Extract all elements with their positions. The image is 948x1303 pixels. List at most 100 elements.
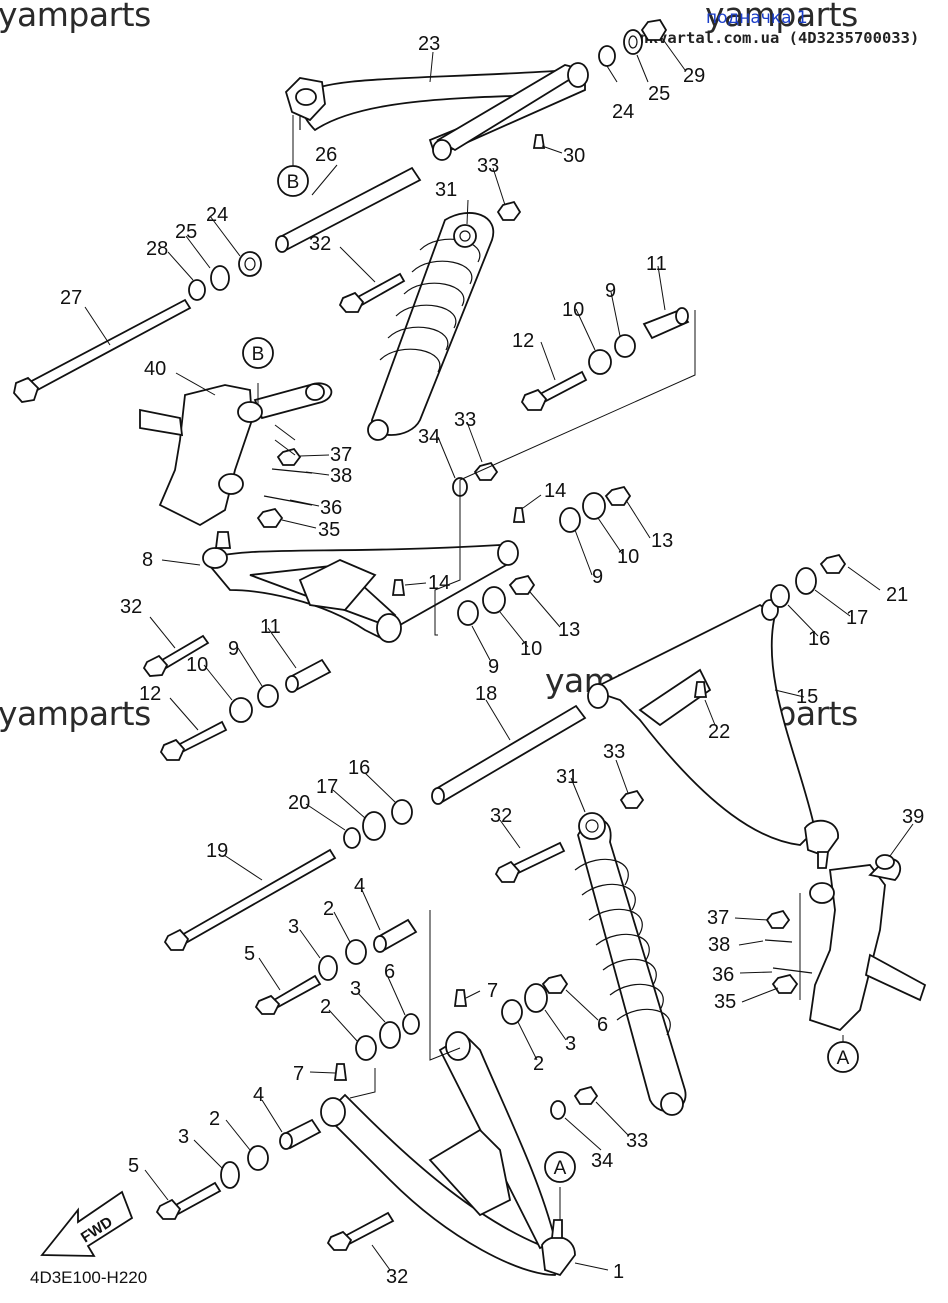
nut-33d-icon (573, 1085, 599, 1105)
callout-7: 7 (487, 980, 498, 1002)
callout-26: 26 (315, 144, 337, 166)
svg-text:A: A (554, 1158, 567, 1179)
svg-text:A: A (837, 1048, 850, 1069)
callout-33: 33 (454, 409, 476, 431)
grease-nipple-30-icon (532, 134, 546, 149)
callout-32: 32 (386, 1266, 408, 1288)
callout-24: 24 (612, 101, 634, 123)
callout-5: 5 (244, 943, 255, 965)
washer-25b-icon (210, 265, 230, 291)
callout-8: 8 (142, 549, 153, 571)
bolt-32a-icon (338, 272, 406, 313)
svg-text:B: B (287, 172, 300, 193)
nut-35a-icon (256, 507, 284, 528)
callout-33: 33 (477, 155, 499, 177)
marker-b-knuckle: B (242, 337, 274, 369)
nut-37a-icon (276, 447, 302, 466)
callout-38: 38 (708, 934, 730, 956)
watermark-top-left: yamparts (0, 0, 151, 34)
bolt-32d-icon (326, 1211, 395, 1251)
callout-27: 27 (60, 287, 82, 309)
bushing-24a-icon (598, 45, 616, 67)
callout-15: 15 (796, 686, 818, 708)
nut-6b-icon (541, 973, 569, 994)
callout-2: 2 (209, 1108, 220, 1130)
collar-4a-icon (373, 918, 418, 953)
callout-2: 2 (320, 996, 331, 1018)
callout-24: 24 (206, 204, 228, 226)
cotter-36b-icon (772, 967, 813, 974)
washer-3c-icon (524, 983, 548, 1013)
callout-10: 10 (186, 654, 208, 676)
bolt-32b-icon (142, 634, 210, 677)
nut-29-icon (640, 19, 668, 41)
bushing-2c-icon (501, 999, 523, 1025)
callout-28: 28 (146, 238, 168, 260)
callout-7: 7 (293, 1063, 304, 1085)
callout-18: 18 (475, 683, 497, 705)
callout-13: 13 (558, 619, 580, 641)
bushing-9b-icon (559, 507, 581, 533)
callout-12: 12 (139, 683, 161, 705)
bushing-16b-icon (391, 799, 413, 825)
callout-17: 17 (846, 607, 868, 629)
callout-33: 33 (626, 1130, 648, 1152)
callout-3: 3 (565, 1033, 576, 1055)
callout-34: 34 (418, 426, 440, 448)
callout-6: 6 (384, 961, 395, 983)
nut-13a-icon (604, 485, 632, 506)
callout-19: 19 (206, 840, 228, 862)
washer-3b-icon (379, 1021, 401, 1049)
steering-knuckle-39 (809, 854, 927, 1032)
nut-33c-icon (619, 789, 645, 809)
bushing-2d-icon (247, 1145, 269, 1171)
grease-nipple-7b-icon (333, 1063, 348, 1081)
callout-39: 39 (902, 806, 924, 828)
callout-numbers: 23 24 25 29 30 26 31 33 24 25 28 32 27 1… (60, 33, 924, 1288)
callout-9: 9 (592, 566, 603, 588)
callout-14: 14 (544, 480, 566, 502)
callout-35: 35 (318, 519, 340, 541)
callout-20: 20 (288, 792, 310, 814)
washer-17b-icon (362, 811, 386, 841)
callout-3: 3 (350, 978, 361, 1000)
washer-17a-icon (795, 567, 817, 595)
callout-6: 6 (597, 1014, 608, 1036)
callout-29: 29 (683, 65, 705, 87)
washer-3a-icon (318, 955, 338, 981)
bolt-5b-icon (155, 1181, 222, 1220)
callout-22: 22 (708, 721, 730, 743)
bushing-24b-icon (238, 251, 262, 277)
nut-33b-icon (473, 461, 499, 481)
upper-arm-23 (284, 62, 589, 161)
nut-13b-icon (508, 574, 536, 595)
callout-2: 2 (323, 898, 334, 920)
callout-4: 4 (253, 1084, 264, 1106)
callout-17: 17 (316, 776, 338, 798)
callout-40: 40 (144, 358, 166, 380)
grease-nipple-7a-icon (453, 989, 468, 1007)
bushing-2b-icon (355, 1035, 377, 1061)
source-caption: lnkvartal.com.ua (4D3235700033) (630, 29, 920, 47)
washer-10a-icon (588, 349, 612, 375)
grease-nipple-22-icon (693, 681, 708, 698)
bushing-9d-icon (257, 684, 279, 708)
callout-25: 25 (648, 83, 670, 105)
washer-34b-icon (550, 1100, 566, 1120)
callout-1: 1 (613, 1261, 624, 1283)
callout-37: 37 (330, 444, 352, 466)
callout-21: 21 (886, 584, 908, 606)
callout-12: 12 (512, 330, 534, 352)
callout-5: 5 (128, 1155, 139, 1177)
callout-3: 3 (288, 916, 299, 938)
shock-absorber-31a (367, 212, 495, 441)
callout-9: 9 (488, 656, 499, 678)
callout-35: 35 (714, 991, 736, 1013)
washer-10c-icon (482, 586, 506, 614)
bolt-19-icon (163, 848, 337, 951)
bolt-32c-icon (494, 841, 566, 883)
nut-37b-icon (765, 909, 791, 929)
header-link[interactable]: подначка 1 (706, 8, 808, 28)
callout-9: 9 (605, 280, 616, 302)
callout-33: 33 (603, 741, 625, 763)
